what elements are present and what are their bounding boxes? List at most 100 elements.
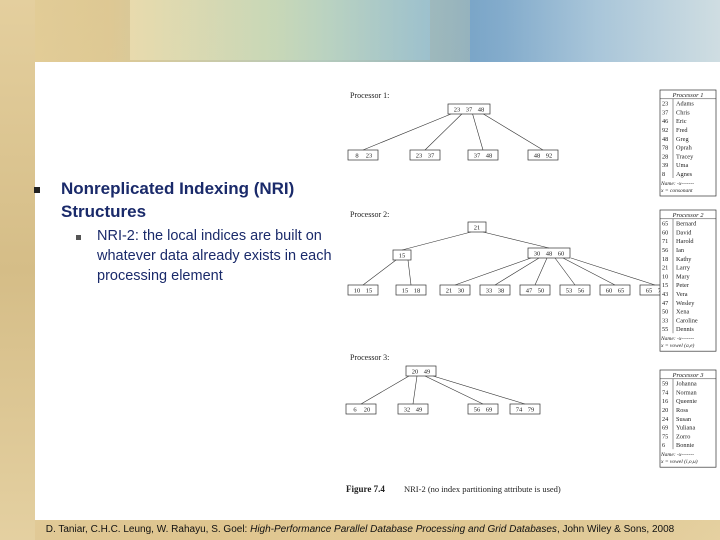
data-table-processor-2-row-name: Kathy: [676, 256, 692, 263]
tree-edge: [562, 257, 616, 286]
tree-edge: [472, 113, 484, 151]
data-table-processor-2-row-id: 33: [662, 317, 668, 324]
data-table-processor-1-row-id: 92: [662, 127, 668, 134]
data-table-processor-2-row-id: 55: [662, 326, 668, 333]
data-table-processor-2-row-id: 71: [662, 238, 668, 245]
tree-root-node-key: 23: [454, 107, 461, 114]
data-table-processor-3-row-id: 20: [662, 407, 668, 414]
tree-leaf-node: [467, 149, 499, 161]
data-table-processor-2-row-name: Ian: [676, 247, 685, 254]
tree-leaf-node-key: 21: [446, 288, 453, 295]
data-table-processor-1-row-name: Adams: [676, 101, 694, 108]
sub-bullet-icon: [76, 235, 81, 240]
tree-root-node: [405, 365, 437, 377]
decorative-top-band-overlay: [130, 0, 430, 60]
tree-leaf-node-key: 92: [546, 153, 553, 160]
tree-leaf-node-key: 56: [578, 288, 585, 295]
tree-edge: [482, 231, 550, 249]
tree-leaf-node-key: 49: [416, 407, 423, 414]
data-table-processor-1: [659, 89, 717, 197]
tree-leaf-node: [519, 284, 551, 296]
decorative-top-band-blue: [470, 0, 720, 62]
tree-leaf-node-key: 30: [458, 288, 465, 295]
sub-point-term: NRI-2: [97, 228, 135, 244]
data-table-processor-3-row-name: Yuliana: [676, 425, 695, 432]
tree-edge: [554, 257, 576, 286]
footer-authors: D. Taniar, C.H.C. Leung, W. Rahayu, S. G…: [45, 524, 251, 535]
tree-leaf-node: [559, 284, 591, 296]
data-table-processor-2-row-id: 60: [662, 229, 668, 236]
data-table-processor-1-row-name: Tracey: [676, 153, 694, 160]
data-table-processor-1-row-id: 46: [662, 118, 668, 125]
data-table-processor-2-foot: Name: -x-------: [660, 336, 694, 342]
tree-leaf-node-key: 50: [538, 288, 545, 295]
data-table-processor-1-row-name: Eric: [676, 118, 687, 125]
data-table-processor-2-row-name: Peter: [676, 282, 690, 289]
tree-root-node-key: 37: [466, 107, 473, 114]
tree-internal-node-key: 60: [558, 251, 565, 258]
tree-internal-node-key: 48: [546, 251, 553, 258]
tree-edge: [432, 375, 526, 405]
tree-leaf-node-key: 6: [353, 407, 357, 414]
tree-leaf-node: [527, 149, 559, 161]
tree-edge: [570, 257, 656, 286]
tree-leaf-node-key: 33: [486, 288, 493, 295]
data-table-processor-2-row-id: 15: [662, 282, 668, 289]
tree-root-node: [447, 103, 491, 115]
data-table-processor-3-row-name: Zorro: [676, 433, 690, 440]
tree-edge: [424, 113, 463, 151]
data-table-processor-2-row-name: David: [676, 229, 692, 236]
tree-edge: [494, 257, 540, 286]
data-table-processor-1-row-id: 39: [662, 162, 668, 169]
tree-leaf-node-key: 10: [354, 288, 361, 295]
data-table-processor-1-row-id: 23: [662, 101, 668, 108]
data-table-processor-3-row-name: Susan: [676, 416, 692, 423]
data-table-processor-1-row-id: 78: [662, 145, 668, 152]
data-table-processor-2-row-name: Xena: [676, 309, 689, 316]
tree-edge: [424, 375, 484, 405]
data-table-processor-3-row-name: Johanna: [676, 381, 697, 388]
footer-publisher: , John Wiley & Sons, 2008: [556, 524, 675, 535]
tree-leaf-node: [347, 149, 379, 161]
data-table-processor-1-row-id: 37: [662, 109, 668, 116]
data-table-processor-3-row-name: Bonnie: [676, 442, 694, 449]
data-table-processor-2: [659, 209, 717, 352]
data-table-processor-1-row-name: Chris: [676, 109, 690, 116]
data-table-processor-3-row-name: Ross: [676, 407, 689, 414]
data-table-processor-1-row-id: 28: [662, 153, 668, 160]
data-table-processor-2-row-name: Harold: [676, 238, 694, 245]
data-table-processor-3-row-name: Norman: [676, 389, 697, 396]
tree-leaf-node-key: 74: [516, 407, 523, 414]
data-table-processor-3-foot: Name: -x-------: [660, 452, 694, 458]
data-table-processor-3-row-id: 69: [662, 425, 668, 432]
tree-leaf-node-key: 60: [606, 288, 613, 295]
tree-leaf-node-key: 79: [528, 407, 535, 414]
tree-leaf-node: [599, 284, 631, 296]
data-table-processor-2-row-id: 56: [662, 247, 668, 254]
tree-leaf-node-key: 15: [366, 288, 373, 295]
data-table-processor-3-row-id: 16: [662, 398, 668, 405]
citation-footer: D. Taniar, C.H.C. Leung, W. Rahayu, S. G…: [0, 520, 720, 540]
tree-internal-node-key: 15: [399, 253, 406, 260]
tree-leaf-node-key: 38: [498, 288, 505, 295]
tree-edge: [534, 257, 548, 286]
tree-leaf-node-key: 53: [566, 288, 573, 295]
tree-root-node-key: 48: [478, 107, 485, 114]
slide-heading: Nonreplicated Indexing (NRI) Structures: [61, 179, 295, 221]
data-table-processor-1-row-name: Greg: [676, 136, 689, 143]
figure-caption-text: NRI-2 (no index partitioning attribute i…: [404, 484, 561, 494]
data-table-processor-2-row-name: Bernard: [676, 221, 697, 228]
tree-leaf-node: [347, 284, 379, 296]
data-table-processor-3-row-id: 75: [662, 433, 668, 440]
sub-point-text: : the local indices are built on whateve…: [97, 228, 332, 284]
tree-leaf-node-key: 32: [404, 407, 411, 414]
tree-edge: [360, 375, 410, 405]
tree-leaf-node-key: 23: [366, 153, 373, 160]
data-table-processor-3-row-name: Queenie: [676, 398, 697, 405]
tree-leaf-node: [397, 403, 429, 415]
tree-leaf-node-key: 69: [486, 407, 493, 414]
data-table-processor-3-foot2: x = vowel (i,o,u): [660, 458, 698, 465]
data-table-processor-2-row-name: Wesley: [676, 300, 695, 307]
footer-book-title: High-Performance Parallel Database Proce…: [250, 524, 557, 535]
data-table-processor-1-title: Processor 1: [672, 92, 704, 99]
